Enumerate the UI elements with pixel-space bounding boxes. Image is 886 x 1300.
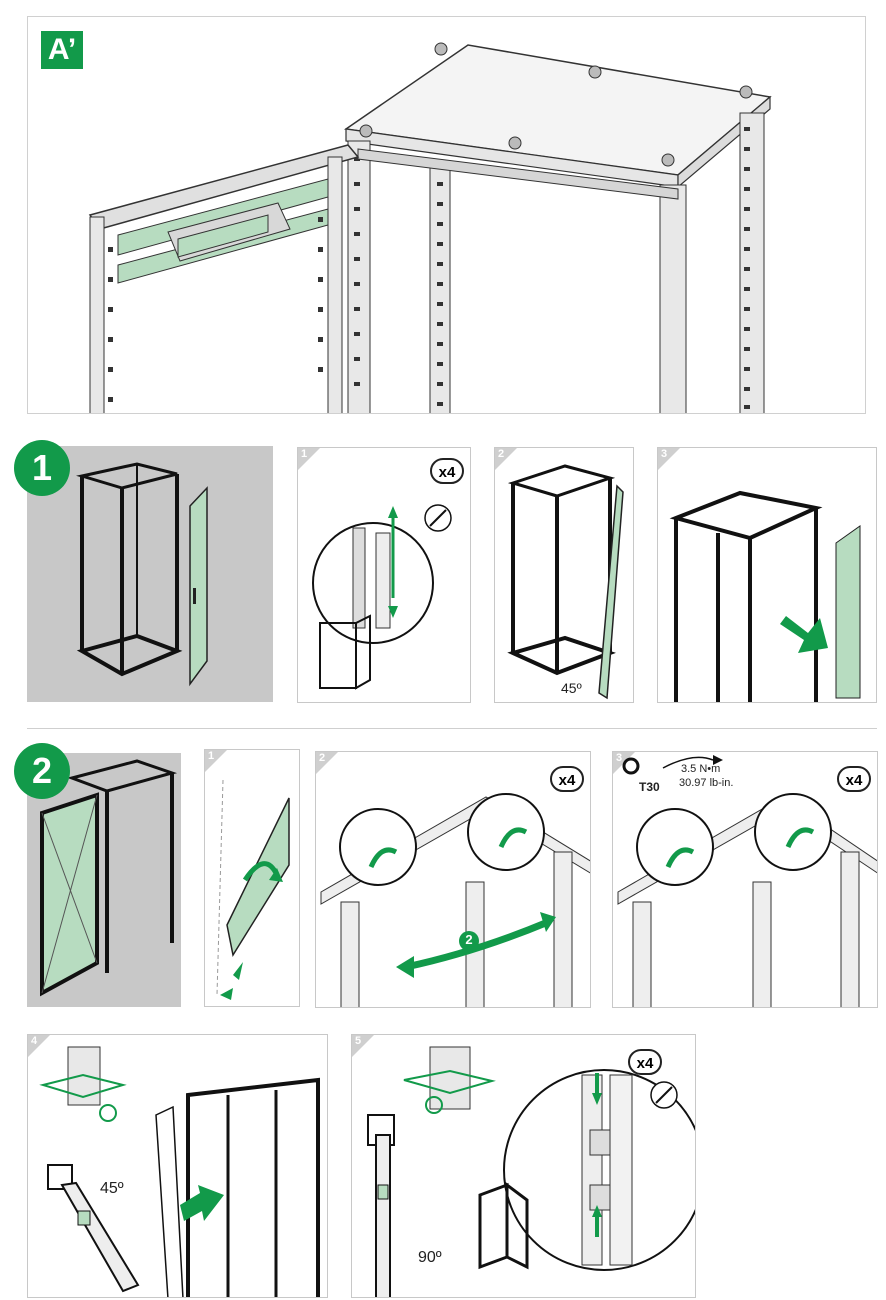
section-2-step-5: 5 x4 90º: [351, 1034, 696, 1298]
step-corner: [316, 752, 338, 774]
step-number: 1: [208, 750, 215, 762]
door-rotate-illustration: [216, 779, 290, 1000]
step-corner: [495, 448, 517, 470]
hinge-detail-illustration: [312, 504, 452, 690]
door-hinge-angle-illustration: [39, 1046, 320, 1297]
section-1-step-1: 1 x4: [297, 447, 471, 703]
hinge-pin-icon: [589, 1129, 611, 1156]
section-2-badge: 2: [14, 743, 70, 799]
angle-label: 45º: [100, 1180, 124, 1197]
angle-label: 45º: [561, 680, 582, 696]
step-corner: [352, 1035, 374, 1057]
section-a-panel: A’: [27, 16, 866, 414]
section-divider: [27, 728, 877, 729]
step-number: 2: [498, 448, 505, 460]
step-corner: [658, 448, 680, 470]
quantity-badge: x4: [837, 766, 871, 792]
step-number: 5: [355, 1035, 362, 1047]
door-mounted-illustration: [40, 759, 178, 997]
hinge-tighten-illustration: [617, 755, 877, 1007]
angle-label: 90º: [418, 1249, 442, 1266]
door-open-illustration: [507, 464, 624, 700]
step-number: 3: [616, 752, 623, 764]
tool-label: T30: [639, 780, 660, 794]
section-1-badge: 1: [14, 440, 70, 496]
callout-number: 2: [465, 932, 473, 947]
door-removal-illustration: [669, 490, 861, 702]
section-2-step-2: 2 x4 2: [315, 751, 591, 1008]
torque-lbin-label: 30.97 lb-in.: [679, 777, 734, 789]
step-number: 4: [31, 1035, 38, 1047]
section-2-step-1: 1: [204, 749, 300, 1007]
cabinet-with-door-illustration: [76, 462, 208, 687]
cabinet-frame-illustration: [88, 42, 772, 413]
section-2-step-3: 3 x4 T30 3.5 N•m 30.97 lb-in.: [612, 751, 878, 1008]
section-1-step-2: 2 45º: [494, 447, 634, 703]
step-number: 2: [319, 752, 326, 764]
hinge-pin-insert-illustration: [367, 1046, 695, 1297]
step-corner: [205, 750, 227, 772]
section-2-step-4: 4 45º: [27, 1034, 328, 1298]
quantity-badge: x4: [550, 766, 584, 792]
hinge-align-illustration: [320, 793, 590, 1007]
step-number: 3: [661, 448, 668, 460]
step-corner: [298, 448, 320, 470]
step-number: 1: [301, 448, 308, 460]
section-a-badge: A’: [41, 31, 83, 69]
torque-nm-label: 3.5 N•m: [681, 763, 721, 775]
torx-icon: [622, 757, 640, 775]
step-corner: [28, 1035, 50, 1057]
section-1-step-3: 3: [657, 447, 877, 703]
section-1-overview-panel: [27, 446, 273, 702]
quantity-badge: x4: [628, 1049, 662, 1075]
quantity-badge: x4: [430, 458, 464, 484]
